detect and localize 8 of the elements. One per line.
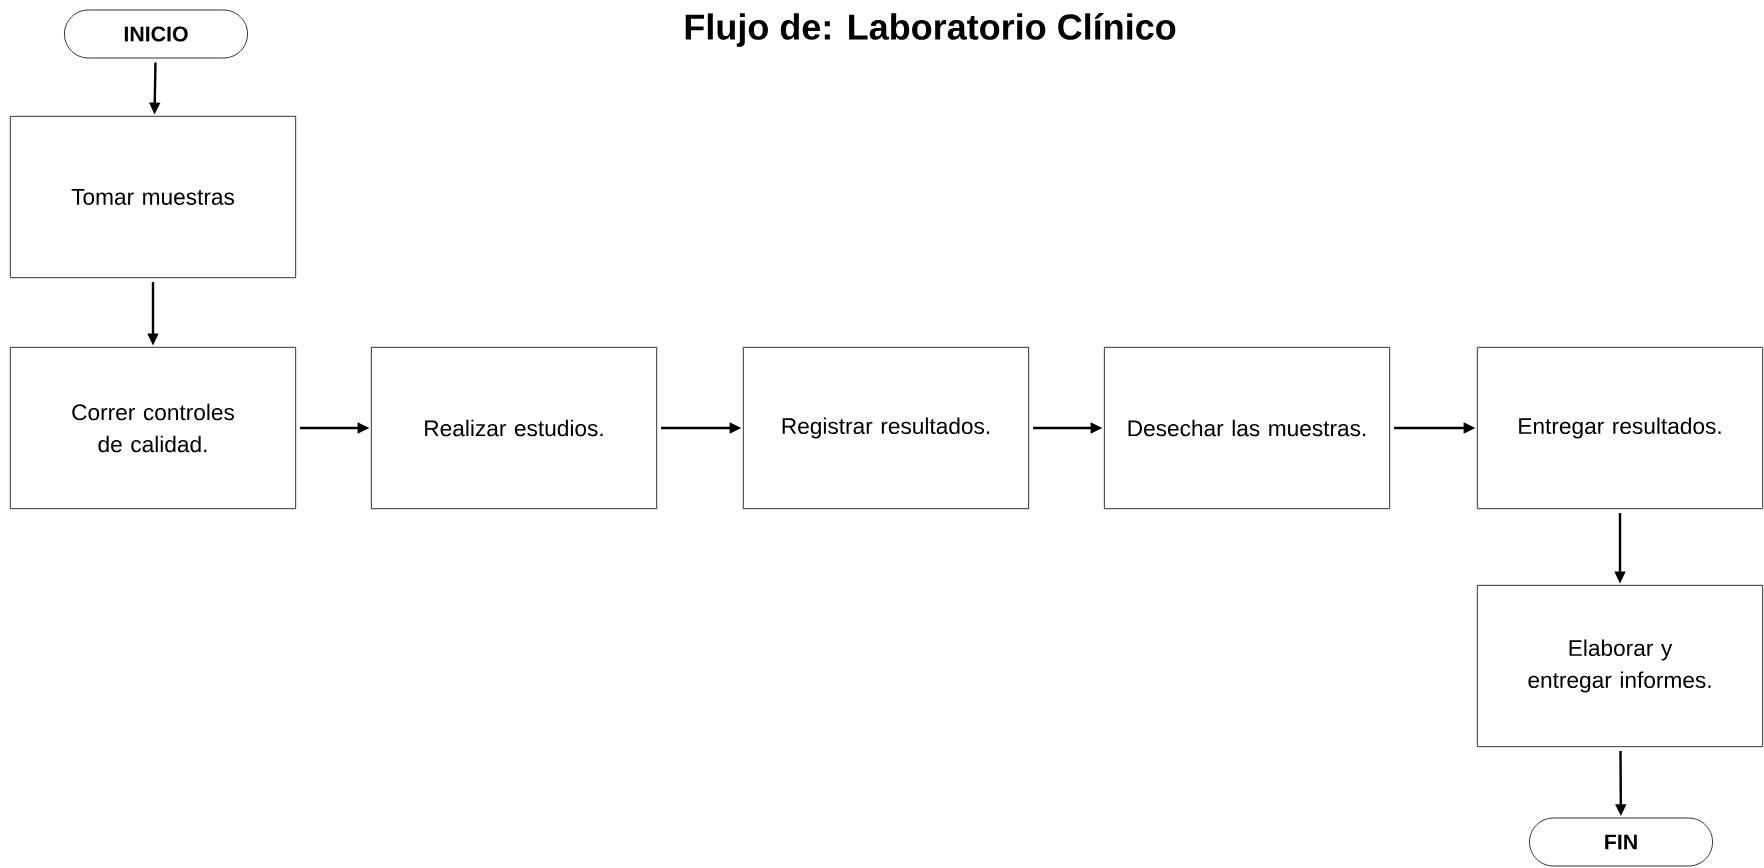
- process-box: Desechar las muestras.: [1103, 346, 1391, 510]
- title: Flujo de: Laboratorio Clínico: [685, 13, 1176, 47]
- process-box: Elaborar y entregar informes.: [1476, 584, 1764, 748]
- process-box: Realizar estudios.: [370, 346, 658, 510]
- process-box: Registrar resultados.: [742, 346, 1030, 510]
- process-box: Correr controles de calidad.: [9, 346, 297, 510]
- process-box: Entregar resultados.: [1476, 346, 1764, 510]
- process-box: Tomar muestras: [9, 115, 297, 279]
